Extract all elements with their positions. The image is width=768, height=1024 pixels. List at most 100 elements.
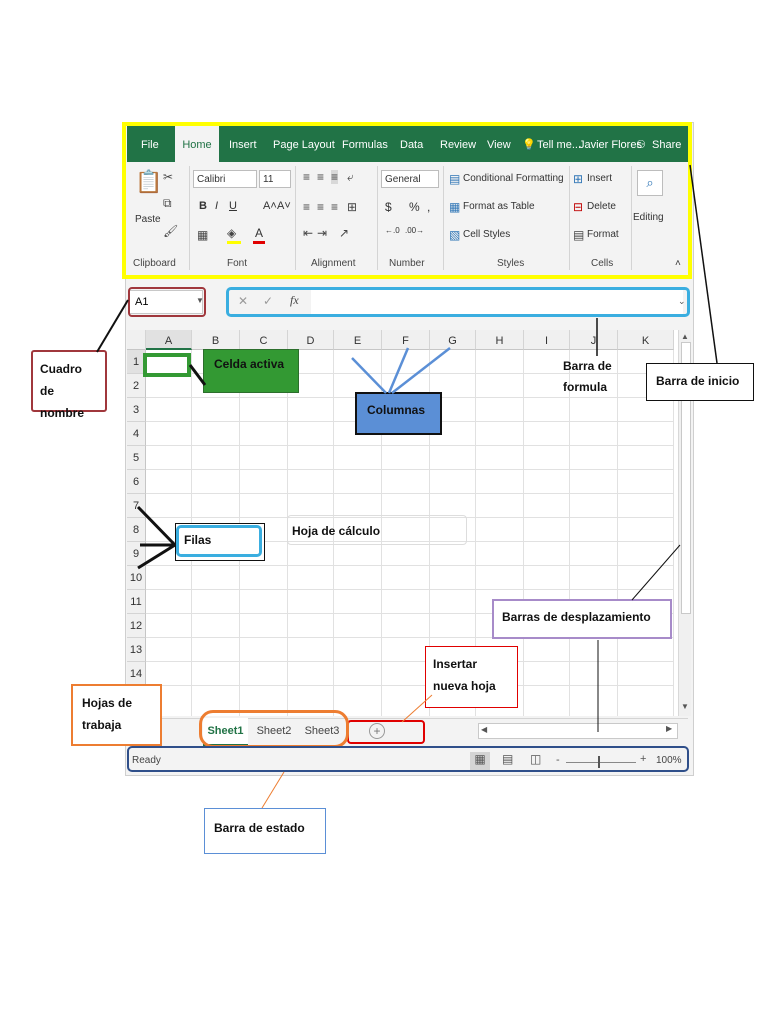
zoom-in-button[interactable]: +: [640, 753, 647, 765]
underline-button[interactable]: U: [229, 200, 237, 212]
editing-button[interactable]: Editing: [633, 212, 664, 223]
column-header-k[interactable]: K: [618, 330, 674, 350]
scroll-right-icon[interactable]: ▶: [666, 724, 673, 733]
column-header-d[interactable]: D: [288, 330, 334, 350]
tell-me-search[interactable]: Tell me...: [537, 139, 582, 151]
scroll-left-icon[interactable]: ◀: [481, 725, 488, 734]
increase-indent-icon[interactable]: ⇥: [317, 226, 328, 240]
name-box-dropdown-icon[interactable]: ▼: [196, 296, 204, 305]
number-format-select[interactable]: General: [381, 170, 439, 188]
paste-label[interactable]: Paste: [135, 214, 161, 225]
zoom-slider[interactable]: [566, 762, 636, 763]
percent-icon[interactable]: %: [409, 200, 420, 214]
scroll-up-icon[interactable]: ▲: [681, 332, 689, 341]
fill-color-icon[interactable]: ◈: [227, 226, 237, 240]
cancel-icon[interactable]: ✕: [238, 294, 249, 308]
vertical-scrollbar[interactable]: ▲ ▼: [678, 330, 691, 716]
row-header-8[interactable]: 8: [127, 518, 146, 542]
select-all-corner[interactable]: [127, 330, 146, 350]
collapse-ribbon-icon[interactable]: ˄: [675, 258, 681, 269]
share-button[interactable]: Share: [652, 139, 682, 151]
column-header-f[interactable]: F: [382, 330, 430, 350]
format-as-table-button[interactable]: Format as Table: [463, 201, 535, 212]
align-middle-icon[interactable]: ≡: [317, 170, 325, 184]
row-header-4[interactable]: 4: [127, 422, 146, 446]
conditional-formatting-button[interactable]: Conditional Formatting: [463, 173, 564, 184]
row-header-3[interactable]: 3: [127, 398, 146, 422]
row-header-6[interactable]: 6: [127, 470, 146, 494]
insert-cells-button[interactable]: Insert: [587, 173, 613, 184]
align-left-icon[interactable]: ≡: [303, 200, 311, 214]
align-top-icon[interactable]: ≡: [303, 170, 311, 184]
font-color-icon[interactable]: A: [255, 226, 264, 240]
currency-icon[interactable]: $: [385, 200, 392, 214]
bold-button[interactable]: B: [199, 200, 207, 212]
row-header-9[interactable]: 9: [127, 542, 146, 566]
align-right-icon[interactable]: ≡: [331, 200, 339, 214]
cell-styles-button[interactable]: Cell Styles: [463, 229, 511, 240]
align-center-icon[interactable]: ≡: [317, 200, 325, 214]
font-size-select[interactable]: 11: [259, 170, 291, 188]
row-header-13[interactable]: 13: [127, 638, 146, 662]
new-sheet-button[interactable]: +: [369, 723, 385, 739]
row-header-5[interactable]: 5: [127, 446, 146, 470]
user-name[interactable]: Javier Flores: [579, 139, 642, 151]
row-header-10[interactable]: 10: [127, 566, 146, 590]
tab-formulas[interactable]: Formulas: [342, 139, 388, 151]
tab-insert[interactable]: Insert: [229, 139, 257, 151]
align-bottom-icon[interactable]: ≡: [331, 170, 339, 184]
borders-icon[interactable]: ▦: [197, 228, 209, 242]
row-header-11[interactable]: 11: [127, 590, 146, 614]
zoom-level[interactable]: 100%: [656, 755, 682, 766]
column-header-j[interactable]: J: [570, 330, 618, 350]
row-header-14[interactable]: 14: [127, 662, 146, 686]
sheet-tab-sheet2[interactable]: Sheet2: [256, 725, 292, 737]
sheet-tab-sheet3[interactable]: Sheet3: [304, 725, 340, 737]
normal-view-icon[interactable]: ▦: [470, 752, 490, 770]
increase-decimal-icon[interactable]: ←.0: [385, 226, 400, 235]
increase-font-icon[interactable]: A˄: [263, 200, 277, 212]
zoom-slider-thumb[interactable]: [598, 756, 600, 768]
decrease-decimal-icon[interactable]: .00→: [405, 226, 425, 235]
insert-function-icon[interactable]: fx: [290, 293, 299, 307]
tab-data[interactable]: Data: [400, 139, 424, 151]
tab-review[interactable]: Review: [440, 139, 477, 151]
expand-formula-bar-icon[interactable]: ⌄: [678, 296, 686, 306]
scroll-down-icon[interactable]: ▼: [681, 702, 689, 711]
row-header-2[interactable]: 2: [127, 374, 146, 398]
wrap-text-icon[interactable]: ⤶: [347, 170, 354, 184]
enter-icon[interactable]: ✓: [263, 294, 274, 308]
row-header-12[interactable]: 12: [127, 614, 146, 638]
column-header-e[interactable]: E: [334, 330, 382, 350]
zoom-out-button[interactable]: -: [556, 754, 560, 766]
page-layout-view-icon[interactable]: ▤: [502, 752, 514, 766]
copy-icon[interactable]: ⧉: [163, 196, 172, 210]
tab-page-layout[interactable]: Page Layout: [273, 139, 335, 151]
paste-icon[interactable]: 📋: [135, 169, 163, 194]
tab-home[interactable]: Home: [175, 126, 219, 162]
column-header-a[interactable]: A: [146, 330, 192, 350]
decrease-font-icon[interactable]: A˅: [277, 200, 291, 212]
column-header-h[interactable]: H: [476, 330, 524, 350]
font-name-select[interactable]: Calibri: [193, 170, 257, 188]
comma-style-icon[interactable]: ,: [427, 200, 431, 214]
delete-cells-button[interactable]: Delete: [587, 201, 616, 212]
italic-button[interactable]: I: [215, 200, 219, 212]
tab-view[interactable]: View: [487, 139, 511, 151]
orientation-icon[interactable]: ↗: [339, 226, 350, 240]
vertical-scroll-thumb[interactable]: [681, 342, 691, 614]
formula-input[interactable]: [311, 290, 683, 314]
connector-ribbon: [689, 164, 718, 364]
column-header-i[interactable]: I: [524, 330, 570, 350]
column-header-g[interactable]: G: [430, 330, 476, 350]
format-cells-button[interactable]: Format: [587, 229, 619, 240]
search-icon[interactable]: ⌕: [637, 170, 663, 196]
decrease-indent-icon[interactable]: ⇤: [303, 226, 314, 240]
merge-center-icon[interactable]: ⊞: [347, 200, 358, 214]
horizontal-scrollbar[interactable]: ◀: [478, 723, 678, 739]
tab-file[interactable]: File: [141, 139, 159, 151]
cut-icon[interactable]: ✂: [163, 170, 174, 184]
name-box[interactable]: A1: [129, 290, 203, 314]
page-break-view-icon[interactable]: ◫: [530, 752, 542, 766]
format-painter-icon[interactable]: 🖌: [163, 224, 179, 238]
